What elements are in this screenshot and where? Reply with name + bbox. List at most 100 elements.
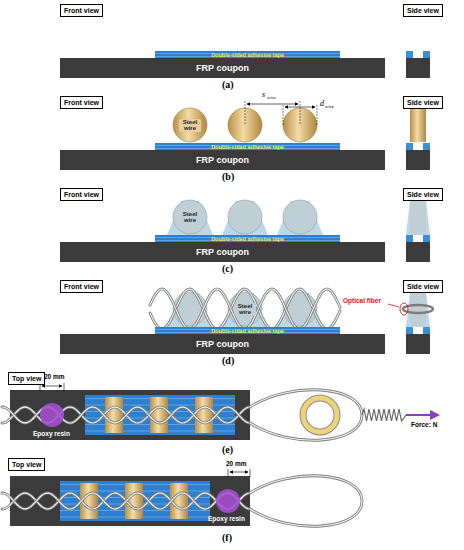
optical-fiber xyxy=(250,476,362,526)
node-text: Front view xyxy=(64,191,99,198)
optical-fiber-core xyxy=(250,390,362,440)
tape-section xyxy=(423,51,430,58)
optical-fiber xyxy=(2,493,250,509)
dimension-line xyxy=(42,386,62,387)
leader-line xyxy=(388,304,399,307)
view-label-box: Front view xyxy=(60,4,103,17)
node-text: Steel wire xyxy=(179,119,201,132)
node-text: FRP coupon xyxy=(196,339,249,349)
optical-fiber-core xyxy=(2,493,250,509)
view-label-box: Top view xyxy=(8,372,45,385)
adhesive-mound-side xyxy=(406,292,430,327)
view-label-box: Side view xyxy=(403,188,443,201)
dimension-line xyxy=(247,104,298,105)
adhesive-mound-side xyxy=(406,200,430,235)
frp-coupon: FRP coupon xyxy=(60,334,385,354)
extent-line xyxy=(283,105,284,125)
node-text: Front view xyxy=(64,283,99,290)
frp-coupon: FRP coupon xyxy=(60,242,385,262)
view-label-box: Front view xyxy=(60,96,103,109)
steel-wire-side xyxy=(410,292,426,326)
tape-section xyxy=(406,327,413,334)
dimension-subscript: wire xyxy=(325,104,334,109)
force-label: Force: N xyxy=(411,421,437,428)
steel-wire-side xyxy=(410,200,426,234)
node-text: FRP coupon xyxy=(196,247,249,257)
node-text: Side view xyxy=(407,7,439,14)
adhesive-mound xyxy=(167,201,213,235)
optical-fiber-core xyxy=(2,407,250,423)
steel-wire: Steel wire xyxy=(228,292,262,326)
tape-section xyxy=(406,235,413,242)
extent-line xyxy=(317,105,318,125)
steel-wire-top xyxy=(105,397,123,433)
highlight-circle xyxy=(400,303,408,315)
panel-label: (c) xyxy=(222,263,233,274)
steel-wire-section xyxy=(173,200,207,234)
optical-fiber-core xyxy=(150,289,340,329)
optical-fiber-core xyxy=(150,289,340,329)
panel-label: (f) xyxy=(222,532,232,543)
dimension-tick xyxy=(64,383,65,391)
optical-fiber-core xyxy=(2,493,250,509)
dimension-subscript: wire xyxy=(267,95,276,100)
node-text: Top view xyxy=(12,375,41,382)
view-label-box: Side view xyxy=(403,280,443,293)
tape-section xyxy=(423,235,430,242)
node-text: Side view xyxy=(407,191,439,198)
view-label-box: Side view xyxy=(403,96,443,109)
view-label-box: Top view xyxy=(8,458,45,471)
steel-wire-section xyxy=(173,108,207,142)
center-line xyxy=(245,101,246,125)
force-arrow xyxy=(406,414,438,416)
steel-wire-section xyxy=(228,200,262,234)
node-text: Front view xyxy=(64,7,99,14)
dimension-tick xyxy=(228,469,229,477)
spring xyxy=(362,409,406,421)
tape-section xyxy=(423,143,430,150)
dimension-label: 20 mm xyxy=(226,460,247,467)
coupon-section xyxy=(406,334,430,354)
frp-coupon-top xyxy=(10,390,250,440)
center-line xyxy=(300,101,301,125)
optical-fiber xyxy=(2,407,250,423)
frp-coupon-top xyxy=(10,476,250,526)
frp-coupon: FRP coupon xyxy=(60,58,385,78)
optical-fiber xyxy=(250,390,362,440)
tape-section xyxy=(406,143,413,150)
optical-fiber xyxy=(2,493,250,509)
adhesive-tape-top xyxy=(85,395,235,435)
node-text: FRP coupon xyxy=(196,155,249,165)
dimension-line xyxy=(285,107,315,108)
coupon-section xyxy=(406,242,430,262)
steel-wire-top xyxy=(150,397,168,433)
optical-fiber-core xyxy=(2,407,250,423)
tape-section xyxy=(406,51,413,58)
view-label-box: Side view xyxy=(403,4,443,17)
steel-wire: Steel wire xyxy=(173,200,207,234)
panel-label: (d) xyxy=(222,355,234,366)
adhesive-mound xyxy=(277,201,323,235)
coupon-section xyxy=(406,58,430,78)
node-text: Steel wire xyxy=(234,303,256,316)
optical-fiber xyxy=(150,289,340,329)
dimension-tick xyxy=(250,469,251,477)
node-text: Front view xyxy=(64,99,99,106)
tape-section xyxy=(423,327,430,334)
ring-outline xyxy=(303,398,337,432)
panel-label: (a) xyxy=(222,79,234,90)
node-text: FRP coupon xyxy=(196,63,249,73)
optical-fiber xyxy=(2,407,250,423)
callout-label: Optical fiber xyxy=(343,297,381,304)
coupon-section xyxy=(406,150,430,170)
panel-label: (e) xyxy=(222,444,233,455)
steel-wire-side xyxy=(410,108,426,142)
steel-wire-top xyxy=(195,397,213,433)
epoxy-resin xyxy=(40,403,64,427)
view-label-box: Front view xyxy=(60,188,103,201)
loading-ring xyxy=(303,398,337,432)
callout-label: Epoxy resin xyxy=(208,515,245,522)
adhesive-mound xyxy=(222,201,268,235)
dimension-symbol: d xyxy=(320,99,324,108)
